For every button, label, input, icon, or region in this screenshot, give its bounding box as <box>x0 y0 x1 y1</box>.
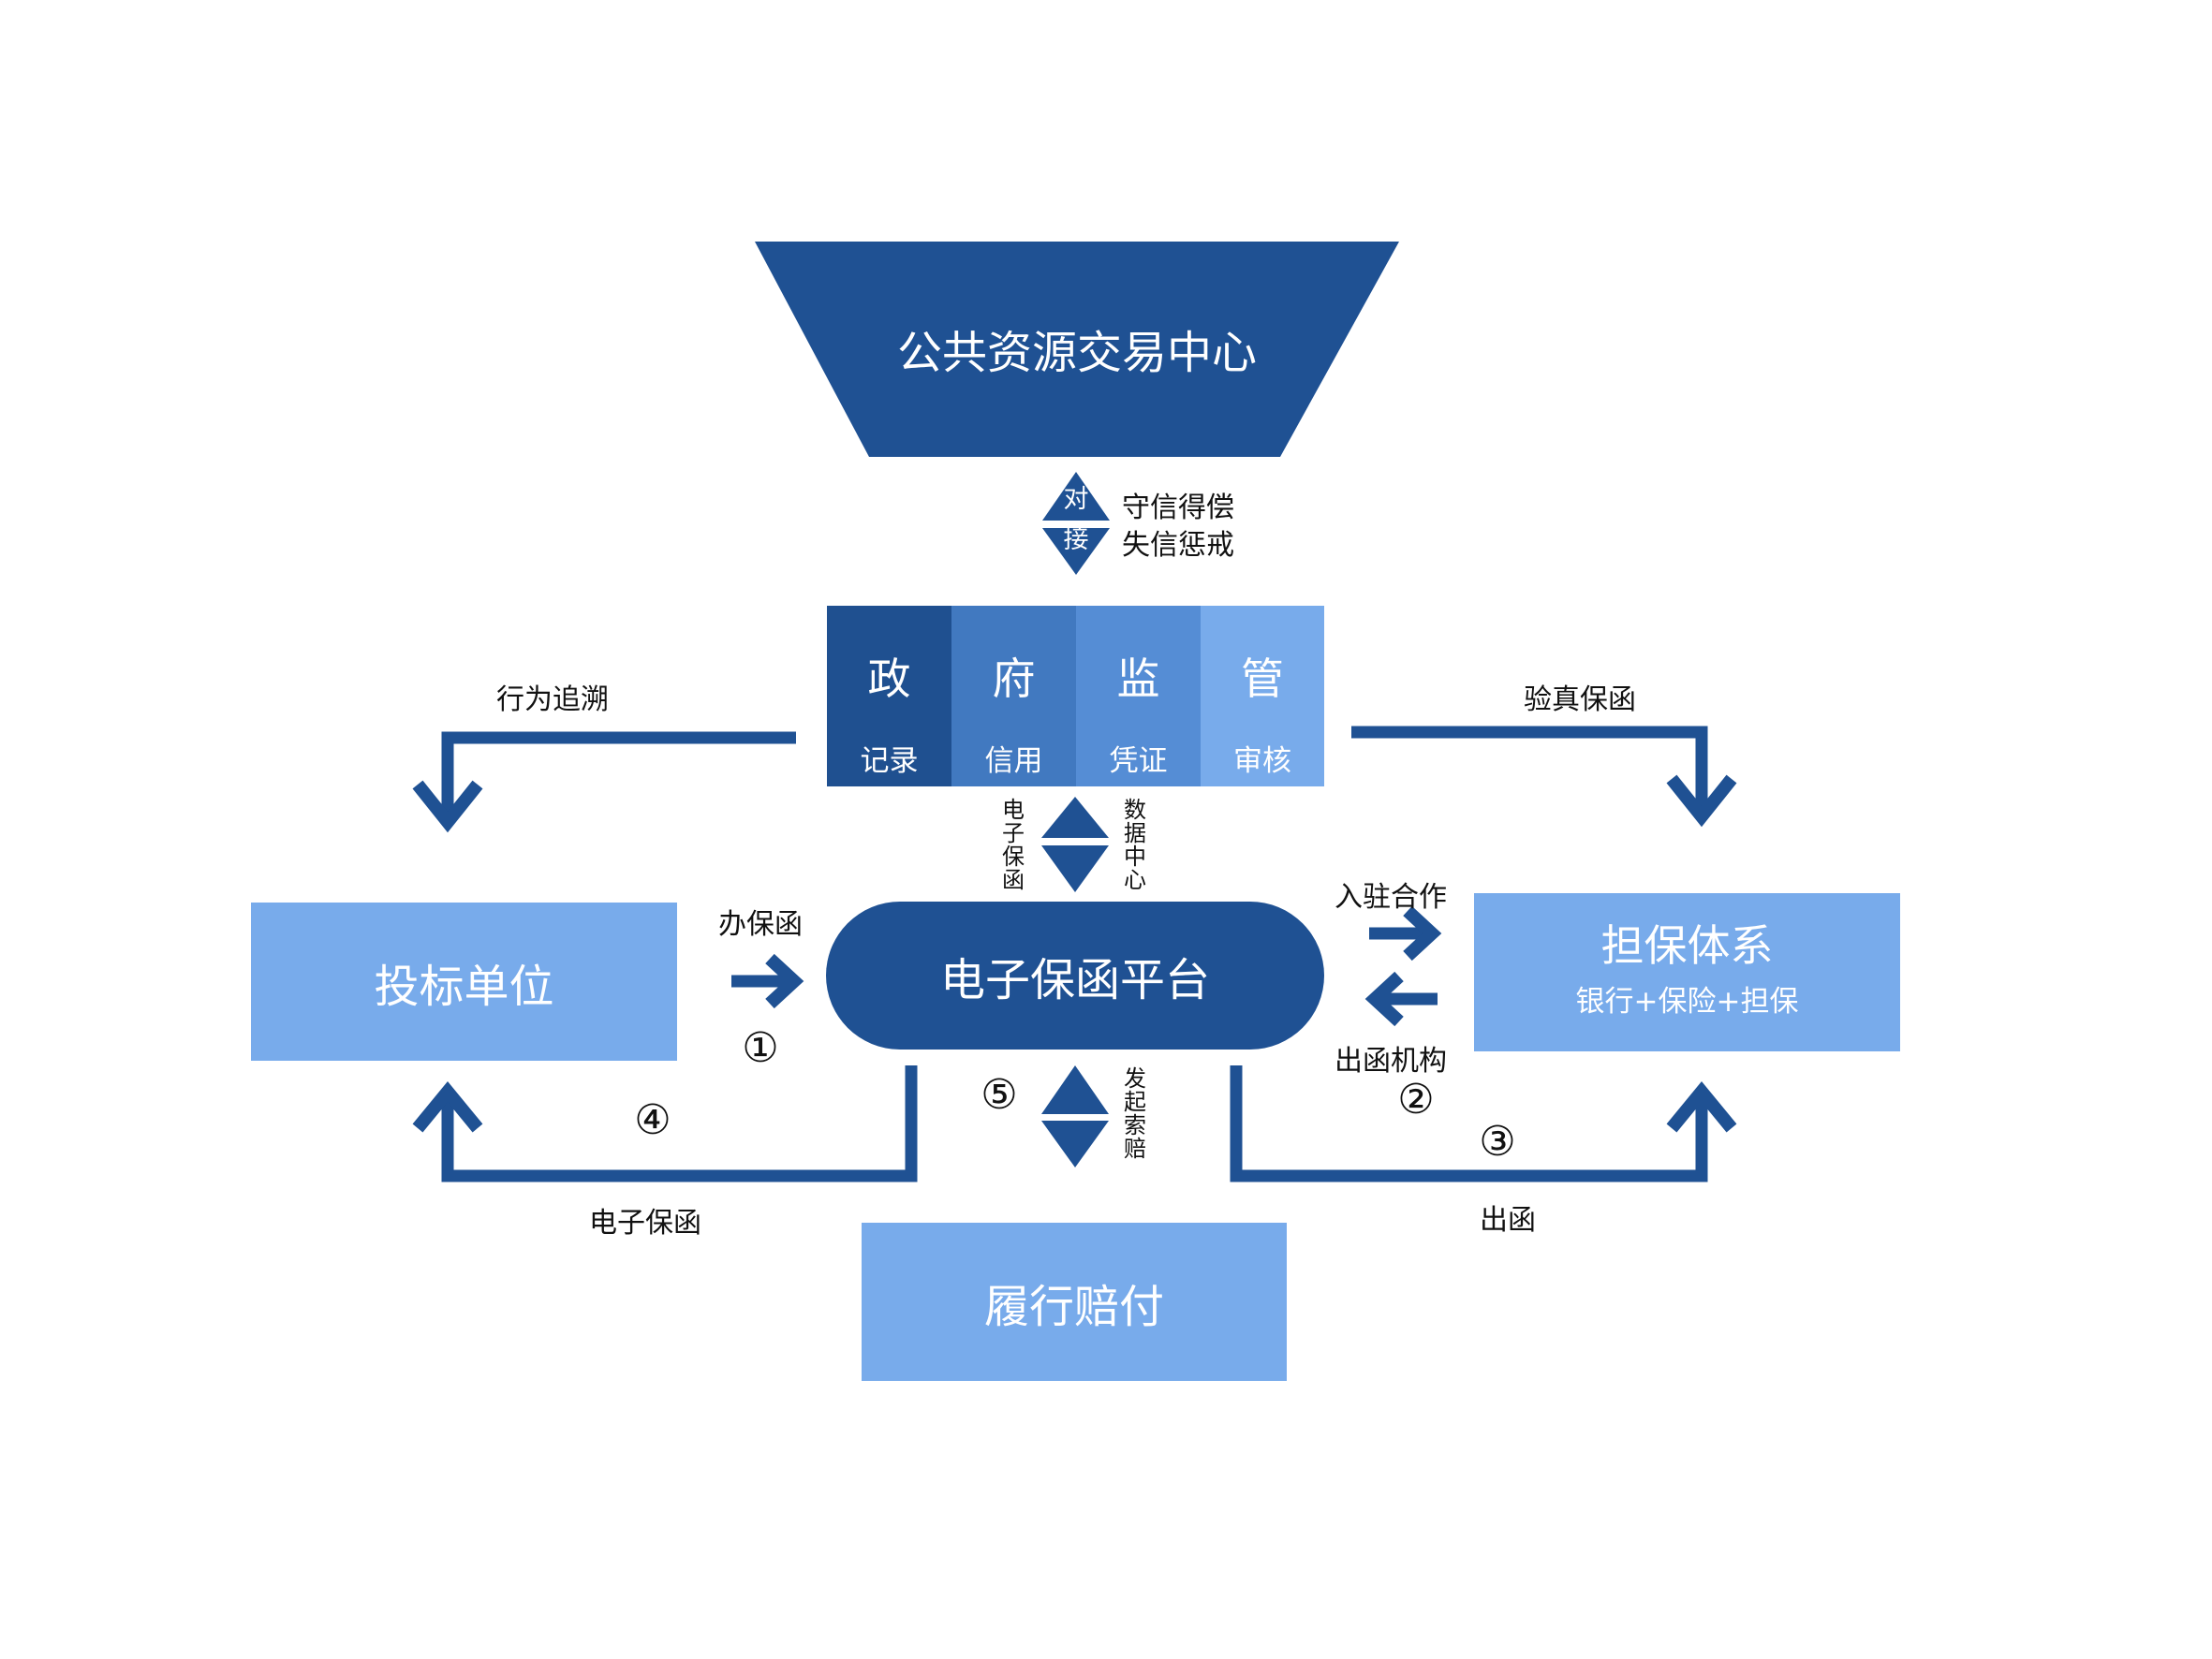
verify-label: 验真保函 <box>1524 683 1636 716</box>
dock-triangle-down-icon <box>1042 528 1110 575</box>
trace-arrow <box>412 731 796 833</box>
supervision-big-char: 监 <box>1116 653 1160 704</box>
credit-punish-text: 失信惩戒 <box>1122 529 1234 562</box>
step-4-badge: ④ <box>634 1096 671 1144</box>
verify-arrow <box>1351 726 1737 828</box>
supervision-big-char: 府 <box>992 653 1036 704</box>
trading-center-shape <box>755 242 1399 457</box>
issuer-arrow-icon <box>1364 971 1438 1027</box>
step-2-badge: ② <box>1397 1076 1435 1123</box>
supervision-column-record: 政 记录 <box>827 606 951 786</box>
e-guarantee-vertical-label: 电子保函 <box>1002 797 1025 893</box>
trace-label: 行为追溯 <box>496 683 609 716</box>
issue-label: 出函 <box>1480 1204 1536 1237</box>
performance-payment-box[interactable]: 履行赔付 <box>862 1223 1287 1381</box>
guarantee-system-subtitle: 银行+保险+担保 <box>1575 985 1799 1019</box>
data-center-vertical-label: 数据中心 <box>1124 797 1146 893</box>
apply-label: 办保函 <box>718 908 803 941</box>
join-arrow-icon <box>1369 905 1442 962</box>
trading-center-title: 公共资源交易中心 <box>896 327 1257 379</box>
supervision-small-text: 信用 <box>984 744 1043 778</box>
data-triangle-up-icon <box>1041 797 1109 838</box>
guarantee-system-box[interactable]: 担保体系 银行+保险+担保 <box>1474 893 1900 1051</box>
claim-triangle-up-icon <box>1041 1065 1109 1114</box>
dock-triangle-up-icon <box>1042 472 1110 521</box>
join-label: 入驻合作 <box>1335 881 1447 914</box>
claim-vertical-label: 发起索赔 <box>1124 1065 1146 1162</box>
government-supervision-block: 政 记录 府 信用 监 凭证 管 审核 <box>827 606 1324 786</box>
supervision-column-audit: 管 审核 <box>1201 606 1324 786</box>
dock-label-bottom: 接 <box>1063 525 1089 554</box>
step-3-badge: ③ <box>1479 1118 1516 1166</box>
guarantee-system-title: 担保体系 <box>1600 920 1774 971</box>
issue-arrow <box>1230 1065 1737 1182</box>
issuer-label: 出函机构 <box>1335 1045 1447 1078</box>
performance-title: 履行赔付 <box>983 1280 1164 1333</box>
bidder-title: 投标单位 <box>374 960 554 1013</box>
credit-reward-text: 守信得偿 <box>1122 492 1234 524</box>
platform-title: 电子保函平台 <box>939 954 1210 1006</box>
dock-label-top: 对 <box>1063 485 1089 514</box>
supervision-small-text: 记录 <box>860 744 919 778</box>
e-guarantee-label: 电子保函 <box>589 1207 701 1240</box>
supervision-big-char: 政 <box>867 653 911 704</box>
supervision-column-credit: 府 信用 <box>951 606 1076 786</box>
supervision-small-text: 凭证 <box>1109 744 1168 778</box>
apply-arrow-icon <box>731 953 804 1009</box>
claim-triangle-down-icon <box>1041 1121 1109 1167</box>
bidder-box[interactable]: 投标单位 <box>251 903 677 1061</box>
step-5-badge: ⑤ <box>981 1071 1018 1119</box>
data-triangle-down-icon <box>1041 845 1109 892</box>
e-guarantee-return-arrow <box>412 1065 918 1182</box>
e-guarantee-platform[interactable]: 电子保函平台 <box>826 902 1324 1050</box>
supervision-big-char: 管 <box>1241 653 1284 704</box>
supervision-small-text: 审核 <box>1233 744 1291 778</box>
supervision-column-voucher: 监 凭证 <box>1076 606 1201 786</box>
step-1-badge: ① <box>742 1024 779 1072</box>
